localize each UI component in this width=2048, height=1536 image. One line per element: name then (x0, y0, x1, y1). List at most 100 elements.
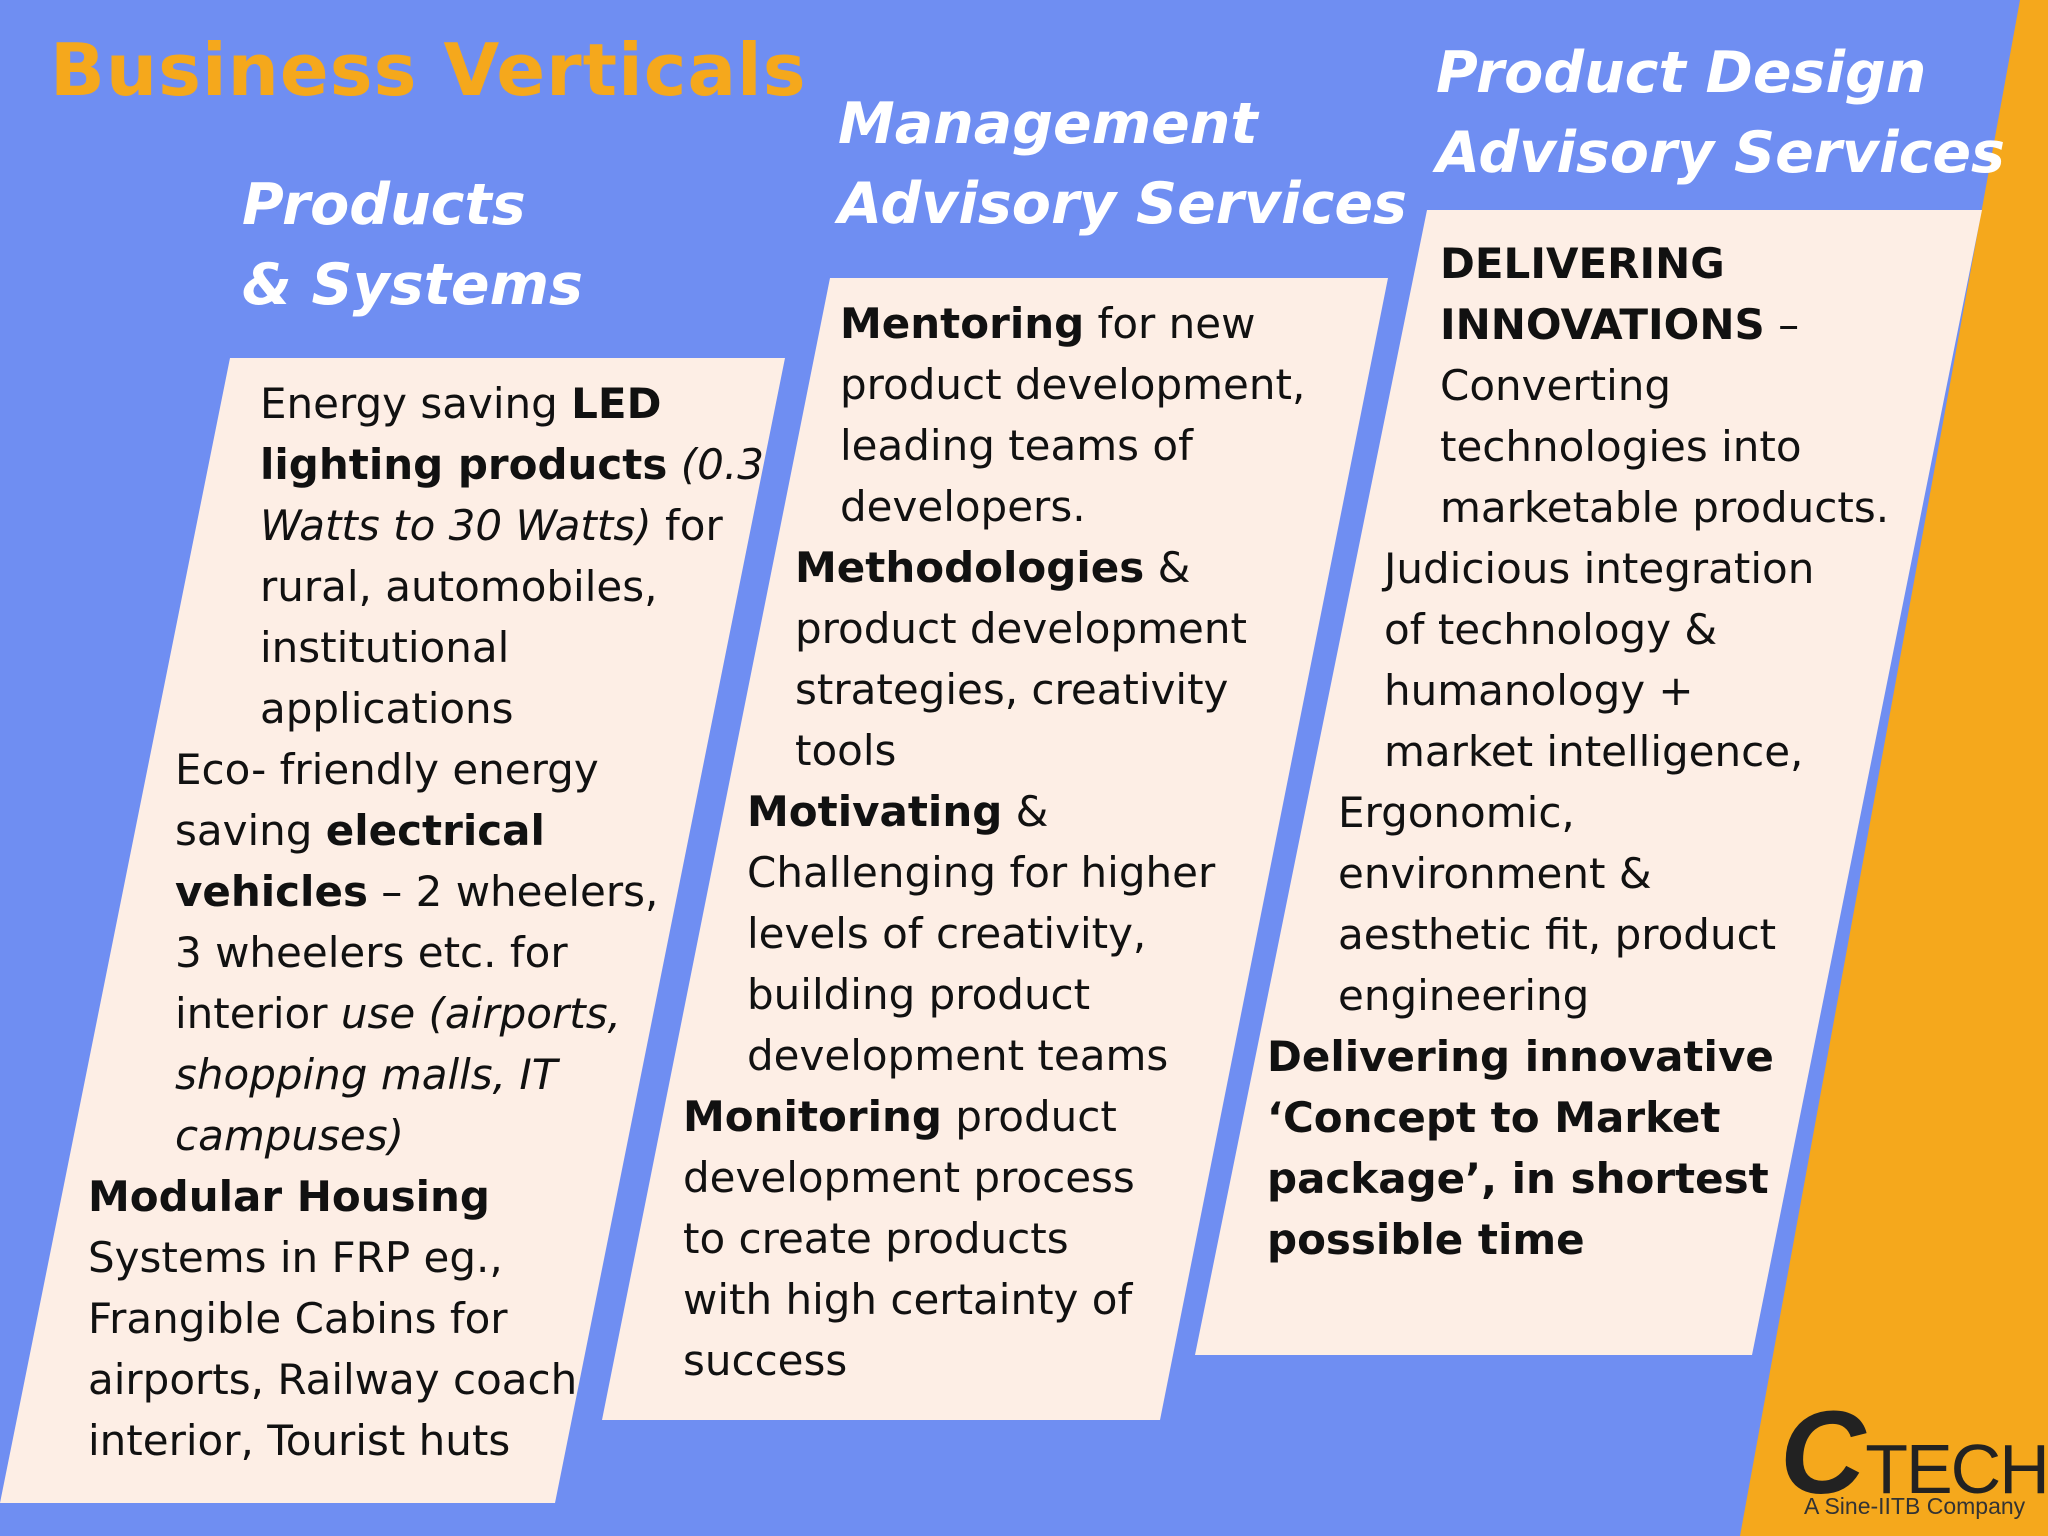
bold-text-segment: Monitoring (683, 1092, 942, 1141)
panel-line: 3 wheelers etc. for (175, 922, 679, 983)
panel-line: rural, automobiles, (260, 556, 764, 617)
panel-line: with high certainty of (683, 1269, 1151, 1330)
text-segment: applications (260, 684, 514, 733)
text-segment: strategies, creativity (795, 665, 1229, 714)
panel-line: Eco- friendly energy (175, 739, 679, 800)
text-segment: Judicious integration (1384, 544, 1815, 593)
text-segment: rural, automobiles, (260, 562, 658, 611)
panel-line: Watts to 30 Watts) for (260, 495, 764, 556)
panel-line: developers. (840, 476, 1308, 537)
heading-line: & Systems (242, 252, 583, 318)
italic-text-segment: (0.3 (667, 440, 764, 489)
ctech-wordmark: CTECH (1780, 1385, 2048, 1521)
italic-text-segment: campuses) (175, 1111, 405, 1160)
bold-text-segment: Motivating (747, 787, 1003, 836)
bold-text-segment: ‘Concept to Market (1267, 1093, 1721, 1142)
text-segment: interior (175, 989, 341, 1038)
panel-line: Energy saving LED (260, 373, 764, 434)
heading-line: Advisory Services (838, 171, 1407, 237)
panel-line: marketable products. (1440, 477, 1947, 538)
panel-line: market intelligence, (1384, 721, 1891, 782)
text-segment: for (651, 501, 723, 550)
panel-line: vehicles – 2 wheelers, (175, 861, 679, 922)
bold-text-segment: Modular Housing (88, 1172, 490, 1221)
text-segment: for new (1084, 299, 1256, 348)
slide-title: Business Verticals (50, 28, 807, 112)
panel-line: engineering (1338, 965, 1845, 1026)
text-segment: Ergonomic, (1338, 788, 1575, 837)
panel-line: institutional (260, 617, 764, 678)
orange-corner-wedge (1740, 0, 2048, 1536)
panel-line: Ergonomic, (1338, 782, 1845, 843)
text-segment: market intelligence, (1384, 727, 1804, 776)
heading-products-systems: Products & Systems (242, 165, 583, 325)
panel-line: interior, Tourist huts (88, 1410, 592, 1471)
heading-management-advisory: Management Advisory Services (838, 84, 1407, 244)
text-segment: development teams (747, 1031, 1169, 1080)
text-segment: environment & (1338, 849, 1652, 898)
panel-line: levels of creativity, (747, 903, 1215, 964)
text-segment: developers. (840, 482, 1086, 531)
panel-line: campuses) (175, 1105, 679, 1166)
text-segment: product development, (840, 360, 1306, 409)
text-segment: success (683, 1336, 848, 1385)
panel-line: Delivering innovative (1267, 1026, 1774, 1087)
panel-line: technologies into (1440, 416, 1947, 477)
text-segment: engineering (1338, 971, 1590, 1020)
panel-line: Methodologies & (795, 537, 1263, 598)
text-segment: marketable products. (1440, 483, 1890, 532)
panel-line: ‘Concept to Market (1267, 1087, 1774, 1148)
ctech-logo: CTECH A Sine-IITB Company (1780, 1385, 2048, 1525)
text-segment: of technology & (1384, 605, 1718, 654)
panel-line: strategies, creativity (795, 659, 1263, 720)
logo-letter-c: C (1780, 1387, 1866, 1519)
text-segment: to create products (683, 1214, 1069, 1263)
panel-line: applications (260, 678, 764, 739)
text-segment: technologies into (1440, 422, 1802, 471)
text-segment: development process (683, 1153, 1135, 1202)
panel-line: success (683, 1330, 1151, 1391)
italic-text-segment: Watts to 30 Watts) (260, 501, 652, 550)
panel-line: lighting products (0.3 (260, 434, 764, 495)
bold-text-segment: lighting products (260, 440, 668, 489)
panel-line: environment & (1338, 843, 1845, 904)
panel-management-advisory (602, 278, 1388, 1420)
panel-line: Frangible Cabins for (88, 1288, 592, 1349)
text-segment: product (941, 1092, 1117, 1141)
text-segment: Converting (1440, 361, 1672, 410)
panel-line: humanology + (1384, 660, 1891, 721)
panel-line: possible time (1267, 1209, 1774, 1270)
text-segment: Energy saving (260, 379, 572, 428)
text-segment: aesthetic fit, product (1338, 910, 1777, 959)
text-segment: levels of creativity, (747, 909, 1147, 958)
text-segment: Challenging for higher (747, 848, 1216, 897)
logo-tagline: A Sine-IITB Company (1804, 1493, 2026, 1519)
panel-line: development process (683, 1147, 1151, 1208)
text-segment: Frangible Cabins for (88, 1294, 508, 1343)
text-segment: – (1764, 300, 1800, 349)
panel-line: airports, Railway coach (88, 1349, 592, 1410)
bold-text-segment: vehicles (175, 867, 368, 916)
bold-text-segment: electrical (325, 806, 545, 855)
panel-line: Mentoring for new (840, 293, 1308, 354)
bold-text-segment: possible time (1267, 1215, 1585, 1264)
panel-line: Judicious integration (1384, 538, 1891, 599)
heading-line: Advisory Services (1436, 120, 2005, 186)
panel-line: shopping malls, IT (175, 1044, 679, 1105)
text-segment: with high certainty of (683, 1275, 1133, 1324)
bold-text-segment: Mentoring (840, 299, 1085, 348)
panel-line: Modular Housing (88, 1166, 592, 1227)
text-segment: product development (795, 604, 1247, 653)
panel-line: of technology & (1384, 599, 1891, 660)
panel-products-systems (0, 358, 785, 1503)
bold-text-segment: DELIVERING (1440, 239, 1725, 288)
panel-product-design (1195, 210, 1982, 1355)
panel-line: Converting (1440, 355, 1947, 416)
panel-line: product development, (840, 354, 1308, 415)
text-segment: Eco- friendly energy (175, 745, 599, 794)
italic-text-segment: shopping malls, IT (175, 1050, 558, 1099)
text-segment: & (1002, 787, 1049, 836)
